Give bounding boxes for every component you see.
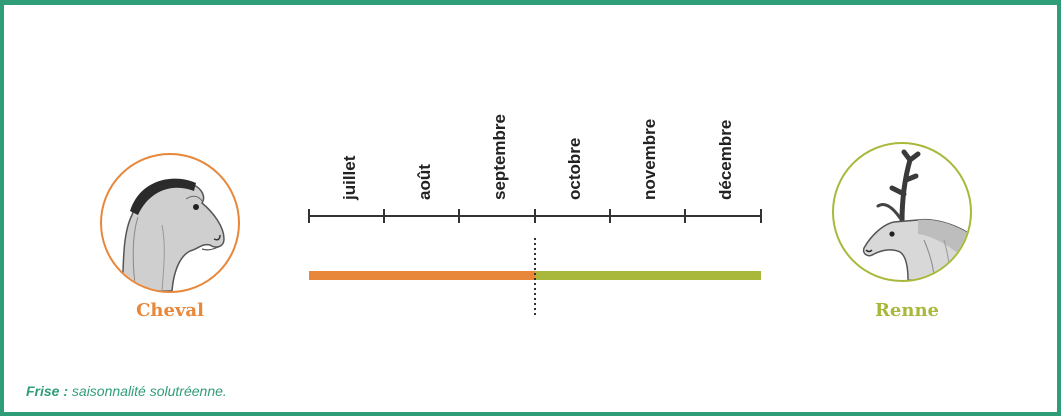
timeline <box>308 209 762 315</box>
reindeer-season-bar <box>535 271 761 280</box>
horse-label: Cheval <box>136 300 204 321</box>
caption-text: saisonnalité solutréenne. <box>68 383 227 399</box>
horse-image <box>100 153 240 293</box>
reindeer-head-illustration <box>862 149 970 280</box>
horse-head-illustration <box>121 178 225 291</box>
horse-season-bar <box>309 271 535 280</box>
figure-caption: Frise : saisonnalité solutréenne. <box>26 383 227 399</box>
reindeer-image <box>832 142 972 282</box>
caption-label: Frise : <box>26 383 69 399</box>
reindeer-label: Renne <box>874 300 940 321</box>
